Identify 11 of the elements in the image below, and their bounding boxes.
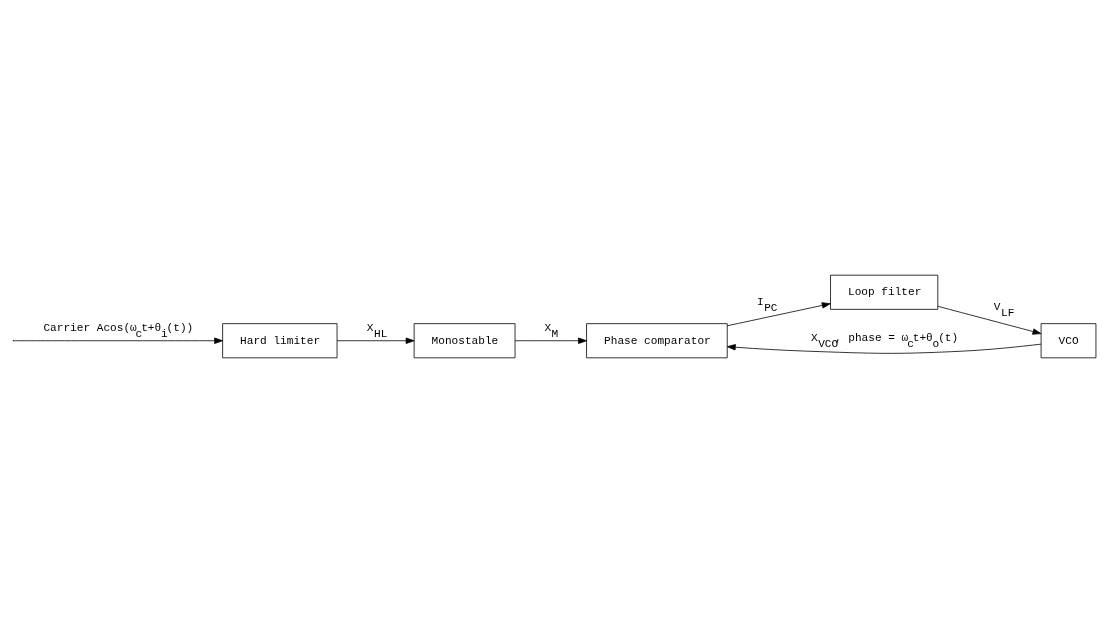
arrow — [726, 343, 1042, 354]
node-box: VCO — [1040, 322, 1097, 358]
arrow — [336, 337, 415, 344]
node-box: Phase comparator — [586, 322, 728, 358]
node-box: Hard limiter — [222, 322, 338, 358]
arrow — [726, 301, 831, 326]
arrow — [13, 337, 223, 344]
node-box: Loop filter — [830, 274, 939, 310]
arrow — [514, 337, 587, 344]
node-box: Monostable — [413, 322, 516, 358]
arrow — [937, 305, 1042, 335]
